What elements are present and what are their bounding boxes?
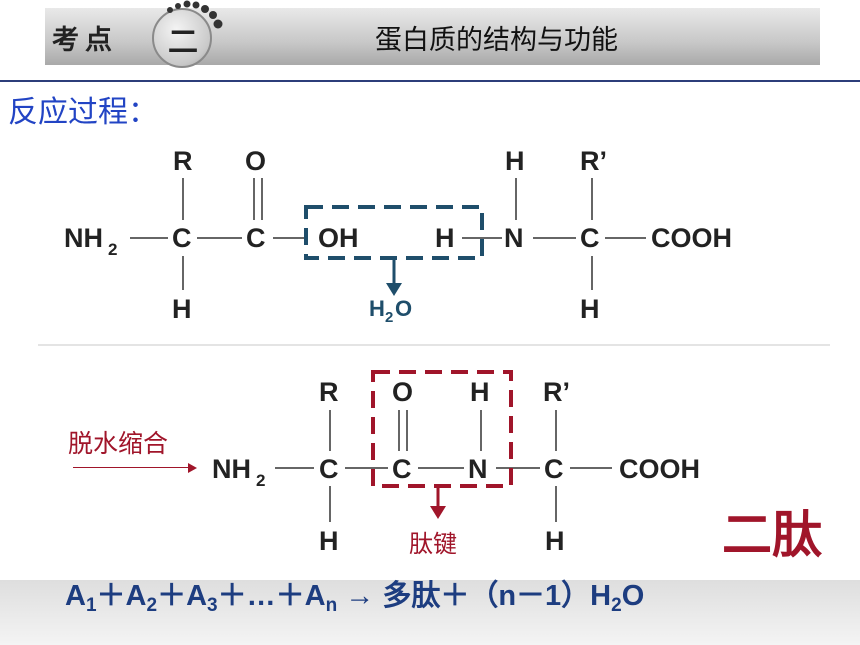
atom-h-bottom1: H (172, 294, 192, 324)
water-arrow-head (386, 283, 402, 296)
general-equation: A1＋A2＋A3＋…＋An → 多肽＋（n－1）H2O (65, 580, 645, 616)
peptide-arrow-head (430, 506, 446, 519)
dipeptide-label: 二肽 (722, 506, 822, 564)
atom-r1: R (173, 146, 193, 176)
prod-atom-o: O (392, 377, 413, 407)
prod-atom-h-n: H (470, 377, 490, 407)
reaction-arrow-head (188, 463, 197, 473)
water-sub: 2 (385, 309, 393, 326)
atom-oh: OH (318, 223, 359, 253)
prod-atom-c-carbonyl: C (392, 454, 412, 484)
badge-circle (152, 8, 212, 68)
header-rule (0, 80, 860, 82)
prod-atom-n: N (468, 454, 488, 484)
footer-band (0, 580, 860, 645)
water-o: O (395, 296, 412, 321)
prod-atom-c-alpha: C (319, 454, 339, 484)
header-label: 考点 (52, 25, 118, 56)
water-h: H (369, 296, 385, 321)
prod-atom-nh-sub: 2 (256, 471, 265, 490)
prod-atom-h-bottom1: H (319, 526, 339, 556)
atom-h-amine: H (435, 223, 455, 253)
atom-nh-sub: 2 (108, 240, 117, 259)
prod-atom-r1: R (319, 377, 339, 407)
prod-atom-h-bottom2: H (545, 526, 565, 556)
atom-nh: NH (64, 223, 103, 253)
section-title: 反应过程： (8, 95, 158, 130)
atom-c-alpha: C (172, 223, 192, 253)
atom-h-bottom2: H (580, 294, 600, 324)
prod-atom-r2: R’ (543, 377, 570, 407)
badge-number: 二 (168, 25, 198, 60)
atom-r2: R’ (580, 146, 607, 176)
atom-o1: O (245, 146, 266, 176)
peptide-bond-label: 肽键 (409, 530, 457, 558)
reaction-label: 脱水缩合 (68, 429, 169, 458)
atom-h-top2: H (505, 146, 525, 176)
atom-cooh: COOH (651, 223, 732, 253)
header-title: 蛋白质的结构与功能 (375, 25, 618, 56)
prod-atom-c-alpha2: C (544, 454, 564, 484)
atom-n: N (504, 223, 524, 253)
atom-c-alpha2: C (580, 223, 600, 253)
peptide-bond-box (371, 370, 513, 488)
prod-atom-cooh: COOH (619, 454, 700, 484)
reaction-arrow-line (73, 467, 195, 468)
atom-c-carbonyl: C (246, 223, 266, 253)
prod-atom-nh: NH (212, 454, 251, 484)
